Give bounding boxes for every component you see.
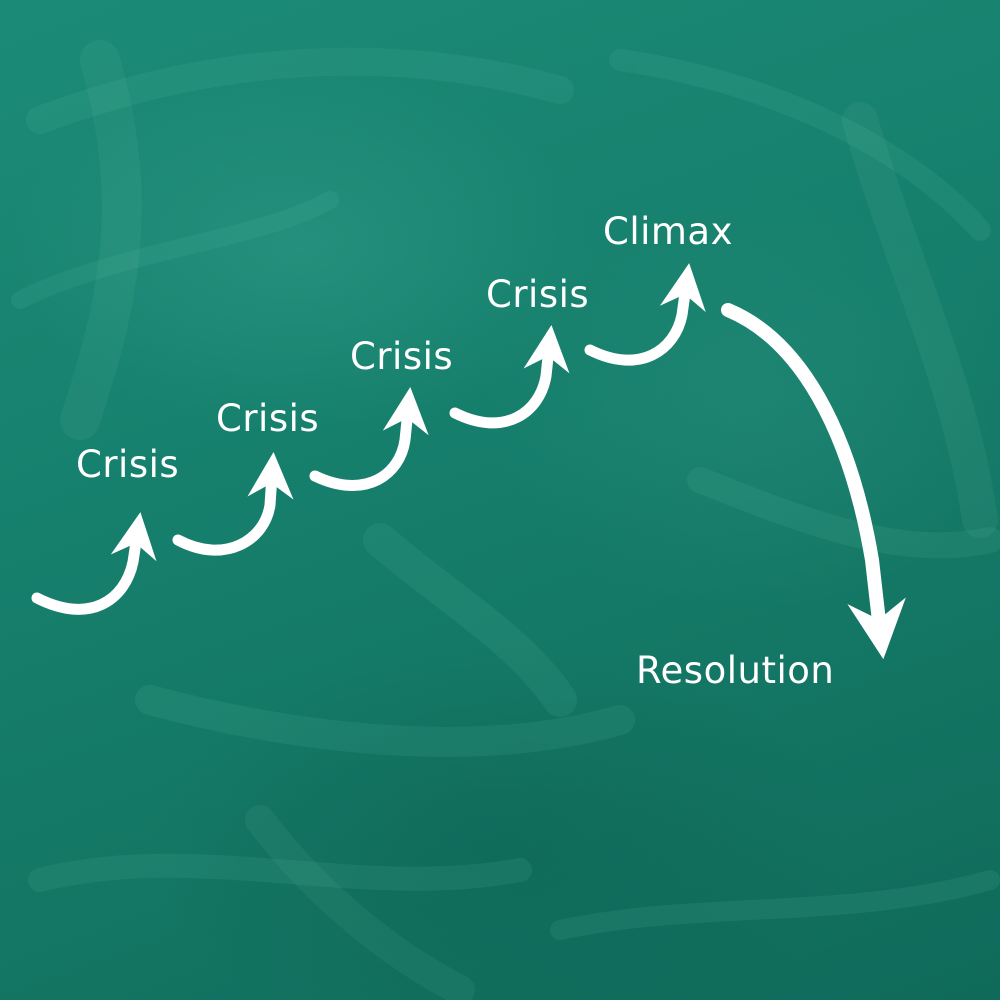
label-resolution: Resolution xyxy=(636,649,835,692)
label-crisis-4: Crisis xyxy=(486,273,590,316)
rising-arrow-climax xyxy=(584,263,706,366)
label-crisis-3: Crisis xyxy=(350,335,454,378)
label-crisis-2: Crisis xyxy=(216,397,320,440)
rising-arrow-1 xyxy=(31,512,157,615)
rising-arrow-3 xyxy=(309,387,429,491)
label-crisis-1: Crisis xyxy=(76,443,180,486)
rising-arrow-4 xyxy=(449,325,570,429)
label-climax: Climax xyxy=(603,210,734,253)
falling-arrow-resolution xyxy=(721,303,906,660)
rising-arrow-2 xyxy=(172,451,294,556)
